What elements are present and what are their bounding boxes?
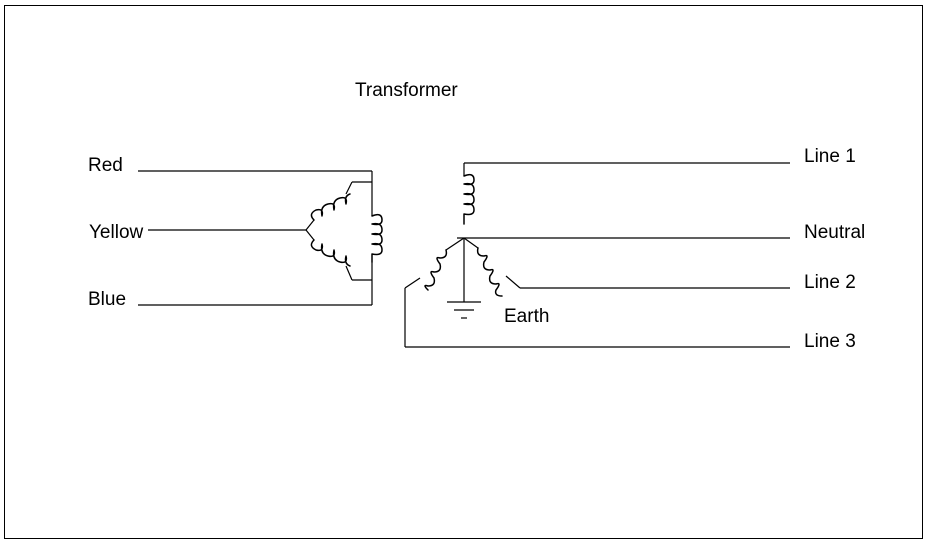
diagram-title: Transformer — [355, 80, 458, 101]
label-neutral: Neutral — [804, 222, 865, 243]
primary-delta-winding — [138, 170, 383, 306]
wye-coil-left — [404, 237, 465, 291]
delta-coil-upper — [305, 181, 353, 231]
wye-coil-vertical — [463, 173, 475, 225]
label-line1: Line 1 — [804, 146, 856, 167]
label-line3: Line 3 — [804, 331, 856, 352]
label-red: Red — [88, 155, 123, 176]
wye-coil-right — [463, 237, 521, 297]
secondary-wye-winding — [404, 162, 790, 348]
label-yellow: Yellow — [89, 222, 144, 243]
delta-coil-lower — [305, 229, 353, 281]
delta-coil-vertical — [371, 213, 383, 263]
ground-icon — [447, 301, 481, 319]
label-earth: Earth — [504, 306, 549, 327]
label-blue: Blue — [88, 289, 126, 310]
label-line2: Line 2 — [804, 272, 856, 293]
